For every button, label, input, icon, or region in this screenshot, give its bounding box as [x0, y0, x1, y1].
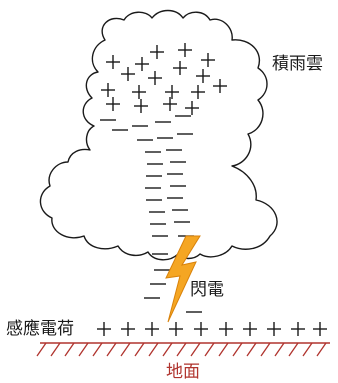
- ground-hatch: [50, 342, 61, 357]
- cloud-label: 積雨雲: [272, 54, 323, 74]
- positive-charge: [148, 71, 162, 85]
- induced-positive-charge: [121, 322, 135, 336]
- ground-label: 地面: [166, 362, 200, 382]
- induced-charges: [97, 322, 327, 336]
- induced-positive-charge: [194, 322, 208, 336]
- ground-hatch: [92, 342, 103, 357]
- positive-charge: [191, 85, 205, 99]
- positive-charge: [196, 69, 210, 83]
- positive-charge: [213, 79, 227, 93]
- ground-hatch: [246, 342, 257, 357]
- ground-hatch: [316, 342, 327, 357]
- positive-charge: [201, 53, 215, 67]
- ground-hatch: [134, 342, 145, 357]
- positive-charge: [150, 45, 164, 59]
- ground-hatch: [78, 342, 89, 357]
- ground-hatch: [218, 342, 229, 357]
- induced-positive-charge: [267, 322, 281, 336]
- positive-charge: [121, 67, 135, 81]
- positive-charge: [185, 101, 199, 115]
- cloud-outline: [39, 9, 278, 261]
- ground-hatch: [120, 342, 131, 357]
- ground-hatch: [36, 342, 47, 357]
- positive-charge: [106, 55, 120, 69]
- positive-charge: [134, 99, 148, 113]
- induced-positive-charge: [169, 322, 183, 336]
- positive-charge: [163, 97, 177, 111]
- induced-positive-charge: [145, 322, 159, 336]
- positive-charge: [106, 97, 120, 111]
- ground-hatch: [260, 342, 271, 357]
- ground-hatch: [232, 342, 243, 357]
- induced-positive-charge: [313, 322, 327, 336]
- cloud-charges: [100, 43, 227, 237]
- induced-positive-charge: [243, 322, 257, 336]
- ground-hatch: [106, 342, 117, 357]
- ground-hatch: [302, 342, 313, 357]
- induced-positive-charge: [97, 322, 111, 336]
- ground-hatch: [204, 342, 215, 357]
- ground-hatch: [148, 342, 159, 357]
- ground-hatch: [274, 342, 285, 357]
- discharge-channel-charges: [144, 253, 202, 313]
- induced-charge-label: 感應電荷: [6, 319, 74, 339]
- ground-hatch: [162, 342, 173, 357]
- ground-hatch: [64, 342, 75, 357]
- positive-charge: [101, 83, 115, 97]
- positive-charge: [135, 57, 149, 71]
- ground-hatch: [176, 342, 187, 357]
- lightning-label: 閃電: [190, 280, 224, 300]
- lightning-bolt-icon: [165, 235, 201, 323]
- induced-positive-charge: [291, 322, 305, 336]
- positive-charge: [173, 61, 187, 75]
- ground-surface: [36, 342, 330, 357]
- positive-charge: [165, 85, 179, 99]
- ground-hatch: [190, 342, 201, 357]
- ground-hatch: [288, 342, 299, 357]
- induced-positive-charge: [219, 322, 233, 336]
- positive-charge: [132, 85, 146, 99]
- positive-charge: [178, 43, 192, 57]
